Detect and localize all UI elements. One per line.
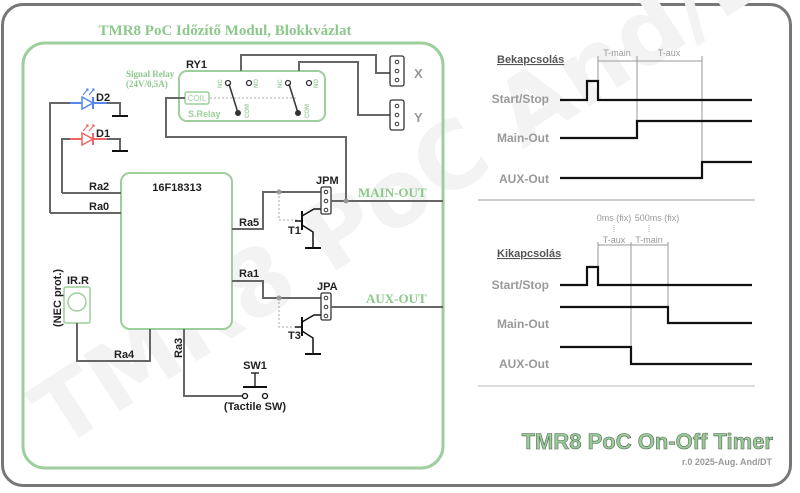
led-d2: D2 — [49, 88, 128, 213]
connector-x — [389, 55, 405, 87]
relay-desc-2: (24V/0,5A) — [126, 79, 168, 89]
no-label-2: NO — [314, 79, 320, 88]
schematic-title: TMR8 PoC Időzítő Modul, Blokkvázlat — [99, 23, 352, 39]
jumper-jpm — [320, 186, 332, 215]
relay-desc-1: Signal Relay — [126, 69, 175, 79]
tactile-switch — [241, 372, 269, 400]
pin-ra1: Ra1 — [239, 268, 259, 280]
t1-label: T1 — [288, 225, 301, 237]
off-signal-main-out: Main-Out — [497, 317, 549, 331]
coil-label: COIL — [188, 94, 207, 103]
pin-ra2: Ra2 — [89, 181, 109, 193]
pin-ra4: Ra4 — [114, 349, 135, 361]
main-out-label: MAIN-OUT — [358, 185, 427, 200]
pin-ra5: Ra5 — [239, 217, 259, 229]
sw1-label: SW1 — [243, 360, 267, 372]
no-contact-2 — [305, 79, 313, 87]
schematic-panel — [21, 41, 445, 470]
on-signal-main-out: Main-Out — [497, 131, 549, 145]
led-d1: D1 — [61, 124, 128, 193]
off-timing-title: Kikapcsolás — [497, 248, 561, 260]
no-label-1: NO — [254, 79, 260, 88]
off-wave-start-stop — [560, 265, 752, 287]
on-signal-start-stop: Start/Stop — [492, 92, 549, 106]
off-signal-start-stop: Start/Stop — [492, 278, 549, 292]
transistor-t1: T1 — [288, 208, 322, 249]
pin-ra3: Ra3 — [173, 338, 185, 358]
on-wave-aux-out — [560, 160, 752, 180]
off-wave-main-out — [560, 305, 752, 325]
ir-label: IR.R — [67, 275, 89, 287]
off-signal-aux-out: AUX-Out — [499, 357, 549, 371]
d2-label: D2 — [96, 92, 110, 104]
relay-ref: RY1 — [186, 59, 207, 71]
off-note-0ms: 0ms (fix) — [597, 213, 632, 223]
on-signal-aux-out: AUX-Out — [499, 172, 549, 186]
on-interval-t-aux: T-aux — [658, 48, 681, 58]
transistor-t3: T3 — [288, 314, 322, 355]
aux-out-label: AUX-OUT — [366, 291, 427, 306]
relay-name: S.Relay — [188, 109, 221, 119]
nc-label-2: NC — [278, 79, 284, 88]
off-note-500ms: 500ms (fix) — [635, 213, 680, 223]
t3-label: T3 — [288, 330, 301, 342]
off-wave-aux-out — [560, 345, 752, 366]
on-wave-start-stop — [560, 79, 752, 102]
jpa-label: JPA — [317, 281, 338, 293]
on-interval-t-main: T-main — [603, 48, 631, 58]
d1-label: D1 — [96, 128, 110, 140]
jpm-label: JPM — [316, 175, 339, 187]
footer-revision: r.0 2025-Aug. And/DT — [682, 457, 773, 467]
on-wave-main-out — [560, 119, 752, 140]
connector-y-label: Y — [414, 110, 423, 125]
com-contact-1 — [235, 110, 241, 116]
mcu-label: 16F18313 — [152, 182, 202, 194]
on-timing-title: Bekapcsolás — [497, 54, 564, 66]
connector-x-label: X — [414, 66, 423, 81]
connector-y — [389, 99, 405, 131]
ir-protocol-label: (NEC prot.) — [52, 269, 64, 327]
com-contact-2 — [295, 110, 301, 116]
com-label-2: COM — [305, 104, 311, 118]
off-interval-t-aux: T-aux — [603, 235, 626, 245]
sw1-desc: (Tactile SW) — [224, 401, 286, 413]
pin-ra0: Ra0 — [89, 201, 109, 213]
footer-title: TMR8 PoC On-Off Timer — [522, 429, 774, 454]
no-contact-1 — [245, 79, 253, 87]
off-interval-t-main: T-main — [635, 235, 663, 245]
mcu-chip — [120, 172, 233, 330]
nc-label-1: NC — [218, 79, 224, 88]
jumper-jpa — [320, 292, 332, 321]
com-label-1: COM — [245, 104, 251, 118]
